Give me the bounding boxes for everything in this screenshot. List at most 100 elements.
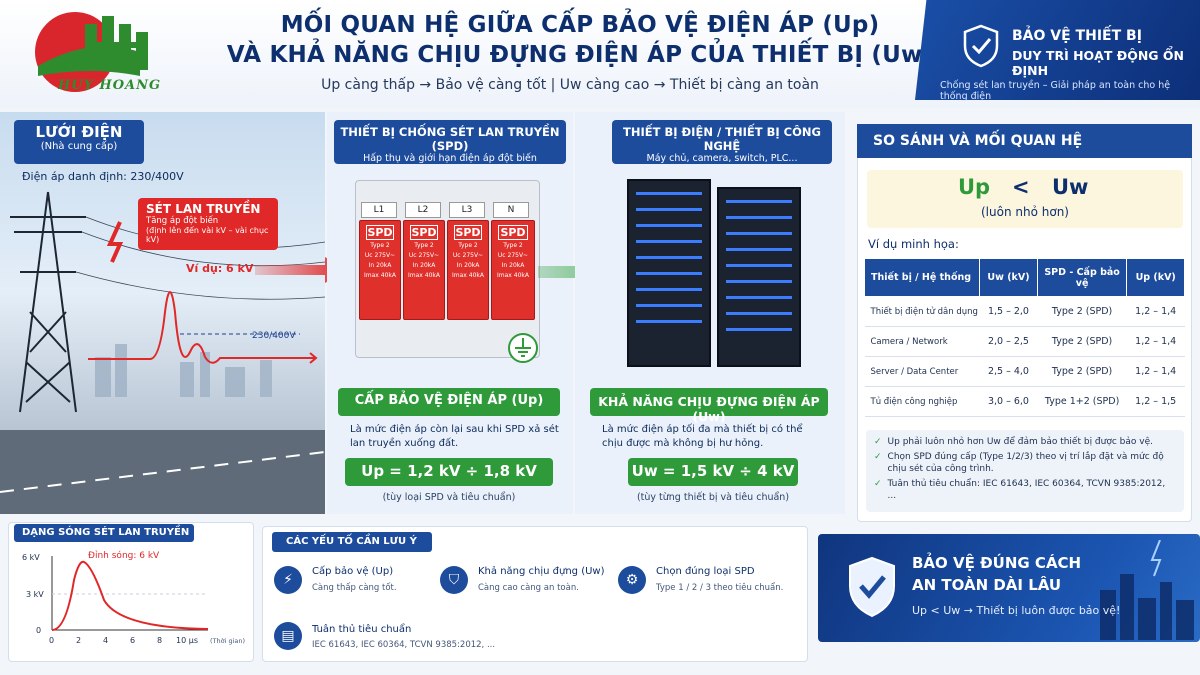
spd-module-spec: Type 2 [503,242,523,249]
bullet-item: ✓Up phải luôn nhỏ hơn Uw để đảm bảo thiế… [874,436,1176,448]
spd-heading-subtitle: Hấp thụ và giới hạn điện áp đột biến [363,153,537,164]
factor-desc: Type 1 / 2 / 3 theo tiêu chuẩn. [656,583,784,593]
lightning-icon [106,221,124,263]
factor-title: Khả năng chịu đựng (Uw) [478,566,605,577]
spd-module-spec: Uc 275V~ [364,252,396,259]
page-title-line1: MỐI QUAN HỆ GIỮA CẤP BẢO VỆ ĐIỆN ÁP (Up) [280,12,880,38]
spd-module-spec: Type 2 [370,242,390,249]
lightning-icon: ⚡ [274,566,302,594]
rated-voltage: Điện áp danh định: 230/400V [22,170,184,183]
banner-tagline: Chống sét lan truyền – Giải pháp an toàn… [940,80,1171,102]
peak-label: Đỉnh sóng: 6 kV [88,550,160,561]
line-voltage-label: 230/400V [252,331,296,341]
spd-heading: THIẾT BỊ CHỐNG SÉT LAN TRUYỀN (SPD) Hấp … [334,120,566,164]
check-icon: ✓ [874,479,882,489]
page-subtitle: Up càng thấp → Bảo vệ càng tốt | Uw càng… [321,77,819,93]
comparison-less-than: < [1012,175,1030,199]
up-formula: Up = 1,2 kV ÷ 1,8 kV [345,458,553,486]
factors-title: CÁC YẾU TỐ CẦN LƯU Ý [272,532,432,552]
terminal-l1: L1 [361,202,397,218]
table-cell: 1,2 – 1,4 [1126,356,1185,387]
table-cell: Tủ điện công nghiệp [864,386,980,417]
server-rack-icon [627,179,801,367]
x-tick: 2 [76,636,81,645]
example-label: Ví dụ minh họa: [868,237,959,251]
y-tick: 6 kV [22,553,40,562]
spd-module: SPD Type 2 Uc 275V~ In 20kA Imax 40kA [491,220,535,320]
x-tick: 6 [130,636,135,645]
table-cell: 1,5 – 2,0 [979,296,1038,327]
surge-example: Ví dụ: 6 kV [186,262,254,275]
spd-module-spec: In 20kA [412,262,436,269]
up-description: Là mức điện áp còn lại sau khi SPD xả sé… [350,424,559,449]
table-cell: 2,0 – 2,5 [979,326,1038,357]
bullet-item: ✓Tuân thủ tiêu chuẩn: IEC 61643, IEC 603… [874,478,1176,502]
spd-module-label: SPD [366,225,394,240]
table-cell: 1,2 – 1,4 [1126,296,1185,327]
spd-heading-title: THIẾT BỊ CHỐNG SÉT LAN TRUYỀN (SPD) [340,125,560,153]
table-cell: Type 1+2 (SPD) [1037,386,1127,417]
banner-title: BẢO VỆ THIẾT BỊ [1012,28,1142,44]
factor-title: Tuân thủ tiêu chuẩn [312,624,412,635]
surge-desc: Tăng áp đột biến [146,216,219,226]
comparison-up: Up [958,175,991,199]
y-tick: 3 kV [26,590,44,599]
table-header: Up (kV) [1126,258,1185,297]
table-cell: Server / Data Center [864,356,980,387]
comparison-uw: Uw [1052,175,1089,199]
table-header-row: Thiết bị / Hệ thống Uw (kV) SPD - Cấp bả… [863,258,1185,297]
surge-title: SÉT LAN TRUYỀN [146,202,261,216]
table-row: Tủ điện công nghiệp 3,0 – 6,0 Type 1+2 (… [864,386,1185,417]
spd-module-label: SPD [410,225,438,240]
table-cell: Type 2 (SPD) [1037,356,1127,387]
table-row: Thiết bị điện tử dân dụng 1,5 – 2,0 Type… [864,296,1185,327]
factor-title: Cấp bảo vệ (Up) [312,566,394,577]
waveform-chart: 6 kV 3 kV 0 0 2 4 6 8 10 µs (Thời gian) … [22,550,245,645]
terminal-n: N [493,202,529,218]
table-cell: Camera / Network [864,326,980,357]
waveform-panel [8,522,254,662]
device-heading-title: THIẾT BỊ ĐIỆN / THIẾT BỊ CÔNG NGHỆ [623,125,821,153]
waveform-curve [51,560,209,631]
shield-check-icon [849,556,895,618]
terminal-l2: L2 [405,202,441,218]
uw-formula: Uw = 1,5 kV ÷ 4 kV [628,458,798,486]
x-axis-unit: (Thời gian) [210,637,245,645]
spd-module-spec: In 20kA [456,262,480,269]
table-header: SPD - Cấp bảo vệ [1036,258,1128,297]
table-cell: 2,5 – 4,0 [979,356,1038,387]
comparison-title: SO SÁNH VÀ MỐI QUAN HỆ [857,124,1192,158]
ground-icon [508,333,538,363]
spd-module-spec: Imax 40kA [452,272,484,279]
device-heading: THIẾT BỊ ĐIỆN / THIẾT BỊ CÔNG NGHỆ Máy c… [612,120,832,164]
table-cell: Thiết bị điện tử dân dụng [864,296,980,327]
factor-desc: Càng thấp càng tốt. [312,583,397,593]
x-tick: 0 [49,636,54,645]
check-icon: ✓ [874,452,882,462]
bullet-text: Chọn SPD đúng cấp (Type 1/2/3) theo vị t… [887,452,1164,474]
final-line1: BẢO VỆ ĐÚNG CÁCH [912,554,1082,572]
spd-module-spec: Type 2 [458,242,478,249]
grid-illustration [0,191,325,514]
spd-module-spec: Uc 275V~ [452,252,484,259]
table-cell: 3,0 – 6,0 [979,386,1038,417]
device-heading-subtitle: Máy chủ, camera, switch, PLC... [646,153,798,164]
comparison-bullets: ✓Up phải luôn nhỏ hơn Uw để đảm bảo thiế… [866,430,1184,512]
up-heading: CẤP BẢO VỆ ĐIỆN ÁP (Up) [338,388,560,416]
grid-title: LƯỚI ĐIỆN [35,123,123,141]
table-cell: 1,2 – 1,4 [1126,326,1185,357]
spd-module: SPD Type 2 Uc 275V~ In 20kA Imax 40kA [359,220,401,320]
spd-module-spec: In 20kA [501,262,525,269]
terminal-l3: L3 [449,202,485,218]
shield-check-icon [963,24,999,68]
spd-device: L1 L2 L3 N SPD Type 2 Uc 275V~ In 20kA I… [355,180,540,363]
spd-module-spec: Type 2 [414,242,434,249]
spd-module-label: SPD [454,225,482,240]
factor-desc: Càng cao càng an toàn. [478,583,579,593]
city-skyline [1100,540,1194,640]
final-line3: Up < Uw → Thiết bị luôn được bảo vệ! [912,604,1121,617]
bullet-item: ✓ Chọn SPD đúng cấp (Type 1/2/3) theo vị … [874,451,1176,475]
spd-module-spec: Uc 275V~ [408,252,440,259]
surge-arrow [255,257,347,283]
final-line2: AN TOÀN DÀI LÂU [912,576,1062,594]
